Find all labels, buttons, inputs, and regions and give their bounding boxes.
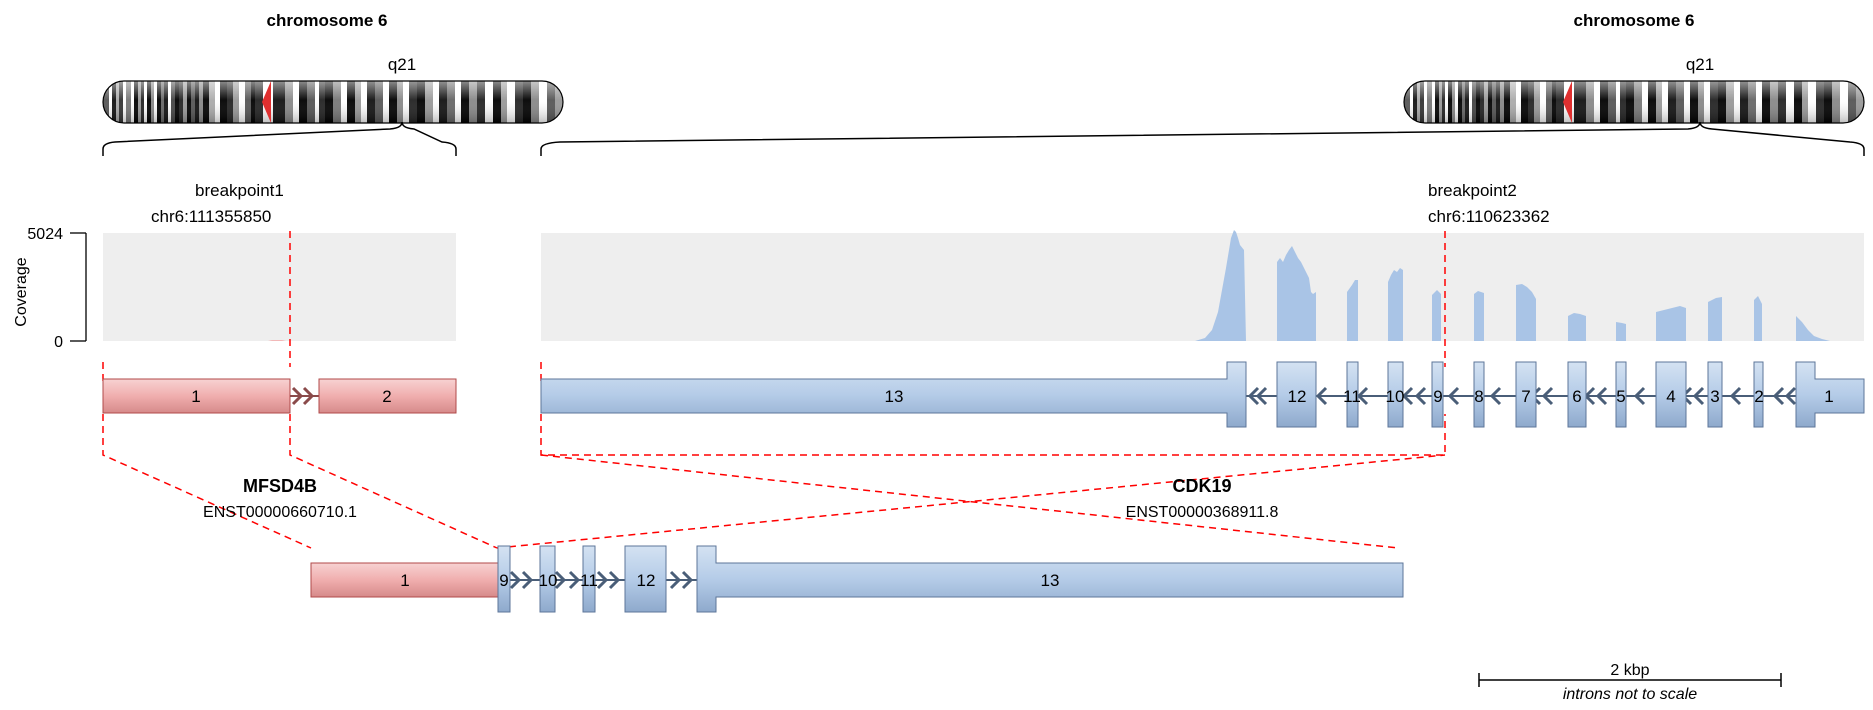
fusion-exon-9 [497, 545, 511, 613]
gene1-transcript: ENST00000660710.1 [203, 504, 357, 521]
right-chromosome-title: chromosome 6 [1574, 11, 1695, 30]
gene1-name: MFSD4B [243, 476, 317, 496]
fusion-exon-12-label: 12 [637, 571, 656, 590]
fusion-exon-12 [624, 545, 667, 613]
left-zoom-bracket [102, 121, 457, 156]
cdk19-exon-10 [1387, 361, 1404, 428]
cdk19-exon-2-label: 2 [1754, 387, 1763, 406]
fusion-exon-1 [310, 562, 499, 598]
cdk19-exon-8 [1473, 361, 1485, 428]
cdk19-exon-9 [1431, 361, 1444, 428]
fusion-exon-11-label: 11 [580, 571, 598, 590]
fusion-exon-10-label: 10 [539, 571, 558, 590]
cdk19-exon-7 [1515, 361, 1537, 428]
mfsd4b-exon-1 [102, 378, 291, 414]
coverage-peak-exon0 [1796, 316, 1830, 341]
scale-bar-note: introns not to scale [1563, 686, 1697, 703]
mfsd4b-exon-2-label: 2 [382, 387, 391, 406]
left-coverage-track [103, 233, 456, 341]
fusion-exon-1-label: 1 [400, 571, 409, 590]
cdk19-exon-2 [1753, 361, 1764, 428]
cdk19-exon-1 [1795, 361, 1865, 428]
coverage-peak-exon1 [1754, 296, 1762, 341]
cdk19-exon-8-label: 8 [1474, 387, 1483, 406]
coverage-peak-exon12 [1195, 230, 1246, 341]
cdk19-exon-12-label: 12 [1288, 387, 1307, 406]
cdk19-exon-12 [1276, 361, 1317, 428]
fusion-exon-11 [582, 545, 596, 613]
scale-bar: 2 kbp introns not to scale [1478, 662, 1782, 703]
coverage-peak-exon2 [1708, 297, 1722, 341]
right-band-label: q21 [1686, 55, 1714, 74]
coverage-max-label: 5024 [27, 226, 63, 243]
cdk19-exon-4 [1655, 361, 1687, 428]
breakpoint1-label: breakpoint1 [195, 181, 284, 200]
cdk19-gene-model: 13 12 11 10 9 8 7 6 5 4 3 2 1 [540, 361, 1865, 428]
breakpoint2-coord: chr6:110623362 [1428, 207, 1550, 226]
fusion-exon-13 [696, 545, 1404, 613]
fusion-exon-13-label: 13 [1041, 571, 1060, 590]
mfsd4b-exon-1-label: 1 [191, 387, 200, 406]
left-band-label: q21 [388, 55, 416, 74]
cdk19-exon-13 [540, 361, 1247, 428]
right-centromere [1563, 81, 1572, 123]
coverage-peak-exon3 [1656, 306, 1686, 341]
fusion-exon-10 [539, 545, 556, 613]
mfsd4b-gene-model: 1 2 [102, 378, 457, 414]
breakpoint-guides [102, 231, 1446, 549]
cdk19-exon-4-label: 4 [1666, 387, 1675, 406]
scale-bar-label: 2 kbp [1610, 662, 1649, 679]
coverage-axis: 5024 0 Coverage [13, 226, 87, 351]
coverage-peak-exon8 [1432, 290, 1441, 341]
left-chromosome-title: chromosome 6 [267, 11, 388, 30]
right-coverage-track [541, 233, 1864, 341]
cdk19-exon-10-label: 10 [1386, 387, 1405, 406]
mfsd4b-strand-arrow [291, 386, 315, 406]
coverage-axis-label: Coverage [13, 257, 30, 326]
fusion-exon-9-label: 9 [499, 571, 508, 590]
cdk19-exon-7-label: 7 [1521, 387, 1530, 406]
cdk19-exon-1-label: 1 [1824, 387, 1833, 406]
cdk19-exon-6-label: 6 [1572, 387, 1581, 406]
cdk19-exon-3 [1707, 361, 1723, 428]
gene2-transcript: ENST00000368911.8 [1126, 504, 1279, 521]
right-zoom-bracket [540, 121, 1865, 156]
coverage-peak-exon5 [1568, 313, 1586, 341]
breakpoint2-label: breakpoint2 [1428, 181, 1517, 200]
cdk19-exon-9-label: 9 [1433, 387, 1442, 406]
coverage-peak-exon6 [1516, 284, 1536, 341]
coverage-peak-exon10 [1347, 280, 1358, 341]
breakpoint1-coord: chr6:111355850 [151, 207, 271, 226]
left-centromere [262, 81, 271, 123]
cdk19-exon-11-label: 11 [1343, 387, 1361, 406]
mfsd4b-exon-2 [318, 378, 457, 414]
coverage-peak-exon11 [1277, 246, 1316, 341]
cdk19-exon-13-label: 13 [885, 387, 904, 406]
left-chromosome-ideogram [102, 80, 564, 124]
cdk19-exon-11 [1346, 361, 1359, 428]
right-chromosome-ideogram [1403, 80, 1865, 124]
coverage-min-label: 0 [54, 334, 63, 351]
fusion-transcript: 1 9 10 11 12 13 [310, 545, 1404, 613]
coverage-peak-exon7 [1474, 291, 1484, 341]
right-coverage-signal [1195, 230, 1830, 341]
cdk19-exon-5 [1615, 361, 1627, 428]
left-coverage-signal [268, 340, 286, 341]
cdk19-exon-6 [1567, 361, 1587, 428]
fusion-strand-arrows [509, 570, 694, 590]
cdk19-exon-5-label: 5 [1616, 387, 1625, 406]
cdk19-exon-3-label: 3 [1710, 387, 1719, 406]
coverage-peak-exon4 [1616, 322, 1626, 341]
coverage-peak-exon9 [1388, 268, 1403, 341]
gene2-name: CDK19 [1172, 476, 1231, 496]
